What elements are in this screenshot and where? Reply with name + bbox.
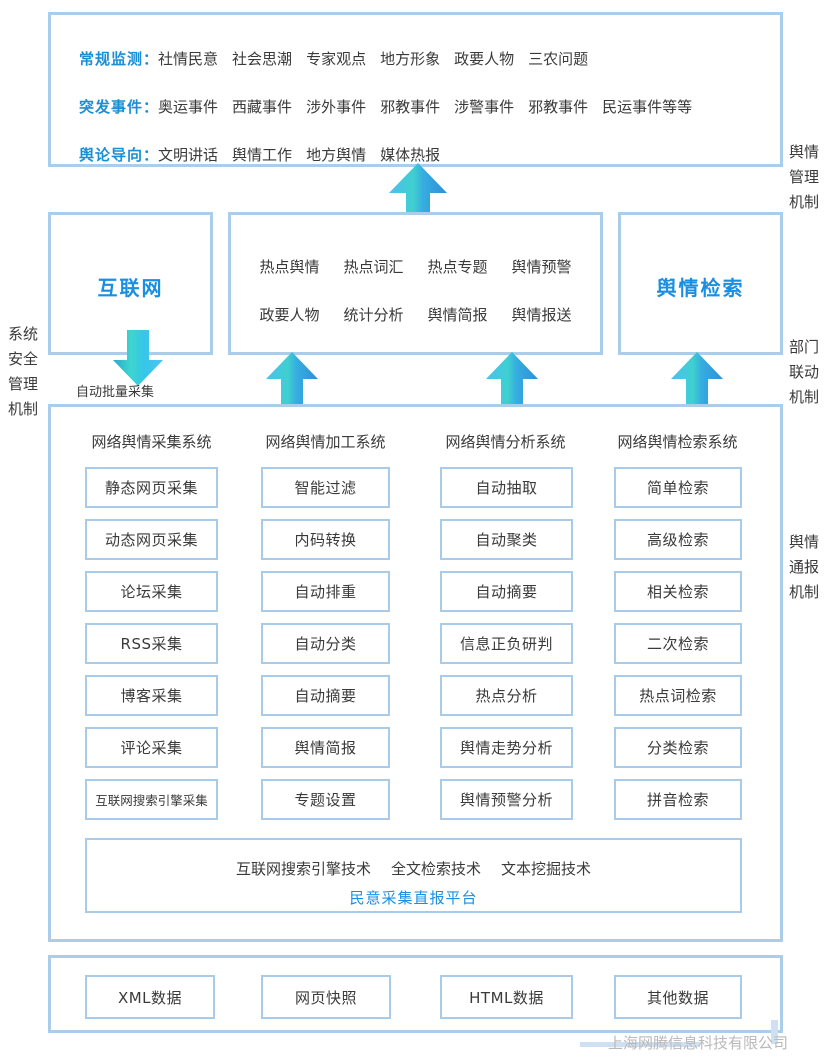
data-item-xml[interactable]: XML数据: [85, 975, 215, 1019]
opinion-retrieval-label: 舆情检索: [656, 276, 745, 300]
system-title-collection: 网络舆情采集系统: [91, 433, 212, 451]
category-item: 社情民意: [158, 50, 219, 68]
topic-category-panel: 常规监测：社情民意社会思潮专家观点地方形象政要人物三农问题 突发事件：奥运事件西…: [48, 12, 783, 167]
system-title-analysis: 网络舆情分析系统: [445, 433, 566, 451]
collection-item-static-page[interactable]: 静态网页采集: [85, 467, 218, 508]
category-item: 西藏事件: [232, 98, 293, 116]
category-item: 地方形象: [380, 50, 441, 68]
category-key: 舆论导向: [79, 146, 144, 164]
category-item: 民运事件等等: [602, 98, 693, 116]
retrieval-item-pinyin[interactable]: 拼音检索: [614, 779, 742, 820]
analysis-item-trend[interactable]: 舆情走势分析: [440, 727, 573, 768]
data-item-snapshot[interactable]: 网页快照: [261, 975, 391, 1019]
data-item-html[interactable]: HTML数据: [440, 975, 573, 1019]
auto-capture-caption: 自动批量采集: [76, 385, 155, 400]
processing-item-briefing[interactable]: 舆情简报: [261, 727, 390, 768]
category-separator: ：: [143, 50, 159, 68]
system-title-processing: 网络舆情加工系统: [265, 433, 386, 451]
left-vertical-label-system-security: 系统安全管理机制: [8, 325, 39, 418]
system-title-retrieval: 网络舆情检索系统: [617, 433, 738, 451]
category-item: 专家观点: [306, 50, 367, 68]
watermark-bar: [580, 1042, 700, 1047]
arrow-up-analysis-to-functions: [486, 352, 538, 412]
platform-band: 互联网搜索引擎技术 全文检索技术 文本挖掘技术 民意采集直报平台: [85, 838, 742, 913]
function-item: 热点舆情: [259, 258, 320, 276]
category-item: 邪教事件: [528, 98, 589, 116]
technology-item: 互联网搜索引擎技术: [235, 860, 371, 878]
category-row-opinion-guidance: 舆论导向：文明讲话舆情工作地方舆情媒体热报: [79, 144, 454, 165]
retrieval-item-secondary[interactable]: 二次检索: [614, 623, 742, 664]
platform-name: 民意采集直报平台: [349, 889, 478, 907]
category-item: 地方舆情: [306, 146, 367, 164]
processing-item-encoding[interactable]: 内码转换: [261, 519, 390, 560]
platform-technologies: 互联网搜索引擎技术 全文检索技术 文本挖掘技术: [87, 858, 740, 879]
retrieval-item-related[interactable]: 相关检索: [614, 571, 742, 612]
arrow-up-collect-to-functions: [266, 352, 318, 412]
opinion-retrieval-box: 舆情检索: [618, 212, 783, 355]
processing-item-topic-setup[interactable]: 专题设置: [261, 779, 390, 820]
right-vertical-label-dept-coordination: 部门联动机制: [789, 338, 820, 406]
analysis-item-auto-cluster[interactable]: 自动聚类: [440, 519, 573, 560]
technology-item: 文本挖掘技术: [501, 860, 592, 878]
function-item: 热点专题: [427, 258, 488, 276]
processing-item-dedup[interactable]: 自动排重: [261, 571, 390, 612]
analysis-item-hotspot[interactable]: 热点分析: [440, 675, 573, 716]
analysis-item-sentiment[interactable]: 信息正负研判: [440, 623, 573, 664]
collection-item-rss[interactable]: RSS采集: [85, 623, 218, 664]
processing-item-auto-summary[interactable]: 自动摘要: [261, 675, 390, 716]
category-item: 文明讲话: [158, 146, 219, 164]
arrow-up-retrieval-to-box: [671, 352, 723, 412]
internet-box: 互联网: [48, 212, 213, 355]
category-item: 奥运事件: [158, 98, 219, 116]
data-item-other[interactable]: 其他数据: [614, 975, 742, 1019]
function-item: 舆情简报: [427, 306, 488, 324]
analysis-item-auto-extract[interactable]: 自动抽取: [440, 467, 573, 508]
category-item: 邪教事件: [380, 98, 441, 116]
category-item: 涉警事件: [454, 98, 515, 116]
internet-label: 互联网: [97, 276, 164, 300]
watermark-tick: [771, 1020, 778, 1044]
collection-item-comment[interactable]: 评论采集: [85, 727, 218, 768]
function-row-1: 热点舆情 热点词汇 热点专题 舆情预警: [231, 256, 600, 277]
category-item: 政要人物: [454, 50, 515, 68]
retrieval-item-category[interactable]: 分类检索: [614, 727, 742, 768]
collection-item-forum[interactable]: 论坛采集: [85, 571, 218, 612]
function-item: 热点词汇: [343, 258, 404, 276]
category-row-routine-monitoring: 常规监测：社情民意社会思潮专家观点地方形象政要人物三农问题: [79, 48, 602, 69]
arrow-down-auto-capture: [113, 330, 163, 390]
function-item: 政要人物: [259, 306, 320, 324]
analysis-item-early-warning[interactable]: 舆情预警分析: [440, 779, 573, 820]
retrieval-item-advanced[interactable]: 高级检索: [614, 519, 742, 560]
function-item: 舆情预警: [511, 258, 572, 276]
category-row-emergency-events: 突发事件：奥运事件西藏事件涉外事件邪教事件涉警事件邪教事件民运事件等等: [79, 96, 706, 117]
category-item: 社会思潮: [232, 50, 293, 68]
watermark-text: 上海网腾信息科技有限公司: [608, 1034, 789, 1052]
category-item: 涉外事件: [306, 98, 367, 116]
function-item: 统计分析: [343, 306, 404, 324]
technology-item: 全文检索技术: [390, 860, 481, 878]
processing-item-smart-filter[interactable]: 智能过滤: [261, 467, 390, 508]
right-vertical-label-opinion-briefing: 舆情通报机制: [789, 533, 820, 601]
analysis-item-auto-summary[interactable]: 自动摘要: [440, 571, 573, 612]
category-separator: ：: [143, 98, 159, 116]
collection-item-dynamic-page[interactable]: 动态网页采集: [85, 519, 218, 560]
category-item: 媒体热报: [380, 146, 441, 164]
retrieval-item-simple[interactable]: 简单检索: [614, 467, 742, 508]
arrow-up-to-categories: [389, 163, 447, 229]
processing-item-auto-classify[interactable]: 自动分类: [261, 623, 390, 664]
collection-item-search-engine[interactable]: 互联网搜索引擎采集: [85, 779, 218, 820]
collection-item-blog[interactable]: 博客采集: [85, 675, 218, 716]
right-vertical-label-opinion-management: 舆情管理机制: [789, 143, 820, 211]
category-item: 三农问题: [528, 50, 589, 68]
category-item: 舆情工作: [232, 146, 293, 164]
retrieval-item-hot-word[interactable]: 热点词检索: [614, 675, 742, 716]
category-separator: ：: [143, 146, 159, 164]
category-key: 突发事件: [79, 98, 144, 116]
function-item: 舆情报送: [511, 306, 572, 324]
category-key: 常规监测: [79, 50, 144, 68]
function-panel: 热点舆情 热点词汇 热点专题 舆情预警 政要人物 统计分析 舆情简报 舆情报送: [228, 212, 603, 355]
function-row-2: 政要人物 统计分析 舆情简报 舆情报送: [231, 304, 600, 325]
